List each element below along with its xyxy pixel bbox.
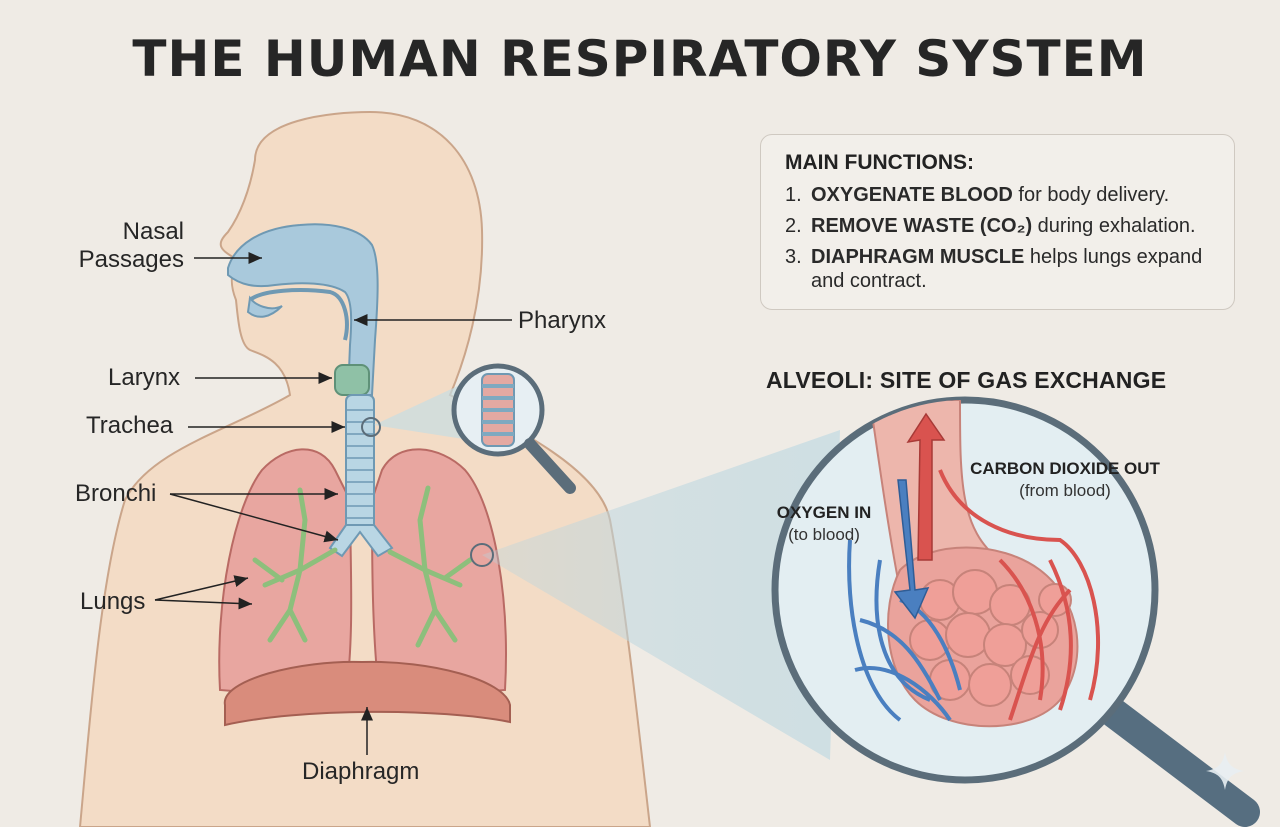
label-diaphragm: Diaphragm [302,758,420,785]
main-functions-list: 1. OXYGENATE BLOOD for body delivery. 2.… [785,183,1225,300]
alveoli-magnifier-handle [1095,695,1260,827]
label-pharynx: Pharynx [518,307,607,334]
function-item: 1. OXYGENATE BLOOD for body delivery. [785,183,1225,207]
trachea-rings [346,409,374,519]
function-item: 2. REMOVE WASTE (CO₂) during exhalation. [785,214,1225,238]
co2-out-title: CARBON DIOXIDE OUT [970,459,1160,478]
function-number: 3. [785,246,802,268]
function-emphasis: DIAPHRAGM MUSCLE [811,246,1025,268]
function-item: 3. DIAPHRAGM MUSCLE helps lungs expand a… [785,245,1225,293]
trachea-magnifier-handle [524,438,576,494]
label-nasal-passages: Nasal Passages [78,218,184,273]
trachea-shape [345,394,375,531]
sparkle-icon [1206,752,1244,790]
function-number: 2. [785,215,802,237]
function-text: OXYGENATE BLOOD for body delivery. [811,183,1169,207]
trachea-focus-ring [361,417,381,437]
main-functions-panel: MAIN FUNCTIONS: 1. OXYGENATE BLOOD for b… [760,134,1235,310]
leader-lines [154,252,512,755]
function-detail: helps lungs expand and contract. [811,246,1203,292]
alveoli-detail [847,400,1101,728]
alveoli-heading: ALVEOLI: SITE OF GAS EXCHANGE [766,367,1167,393]
bronchial-tree-right [387,485,473,648]
trachea-magnified-ring-lines [482,384,514,436]
function-emphasis: REMOVE WASTE (CO₂) [811,215,1033,237]
label-lungs: Lungs [80,588,146,615]
co2-out-label: CARBON DIOXIDE OUT (from blood) [958,458,1172,502]
function-emphasis: OXYGENATE BLOOD [811,184,1013,206]
function-detail: during exhalation. [1032,215,1196,237]
bronchial-tree-left [252,487,338,643]
oxygen-in-subtitle: (to blood) [788,525,860,544]
label-larynx: Larynx [108,364,181,391]
oxygen-in-title: OXYGEN IN [776,503,872,522]
page-title: THE HUMAN RESPIRATORY SYSTEM [132,30,1148,88]
alveoli-magnify-beam [482,430,840,760]
larynx-shape [334,364,370,396]
function-text: DIAPHRAGM MUSCLE helps lungs expand and … [811,245,1225,293]
oxygen-in-label: OXYGEN IN (to blood) [762,502,886,546]
co2-out-arrow [906,412,946,561]
co2-out-subtitle: (from blood) [1019,481,1111,500]
tongue-shape [246,295,283,318]
oral-airway-shape [248,288,349,341]
alveoli-focus-ring [470,543,494,567]
function-detail: for body delivery. [1012,184,1170,206]
trachea-magnify-beam [374,385,470,440]
red-capillaries [938,469,1101,721]
main-functions-heading: MAIN FUNCTIONS: [785,151,974,174]
label-bronchi: Bronchi [75,480,157,507]
nasal-passages-shape [227,223,379,396]
label-trachea: Trachea [86,412,174,439]
function-text: REMOVE WASTE (CO₂) during exhalation. [811,214,1196,238]
oxygen-in-arrow [893,479,930,620]
function-number: 1. [785,184,802,206]
diaphragm-shape [223,660,511,727]
